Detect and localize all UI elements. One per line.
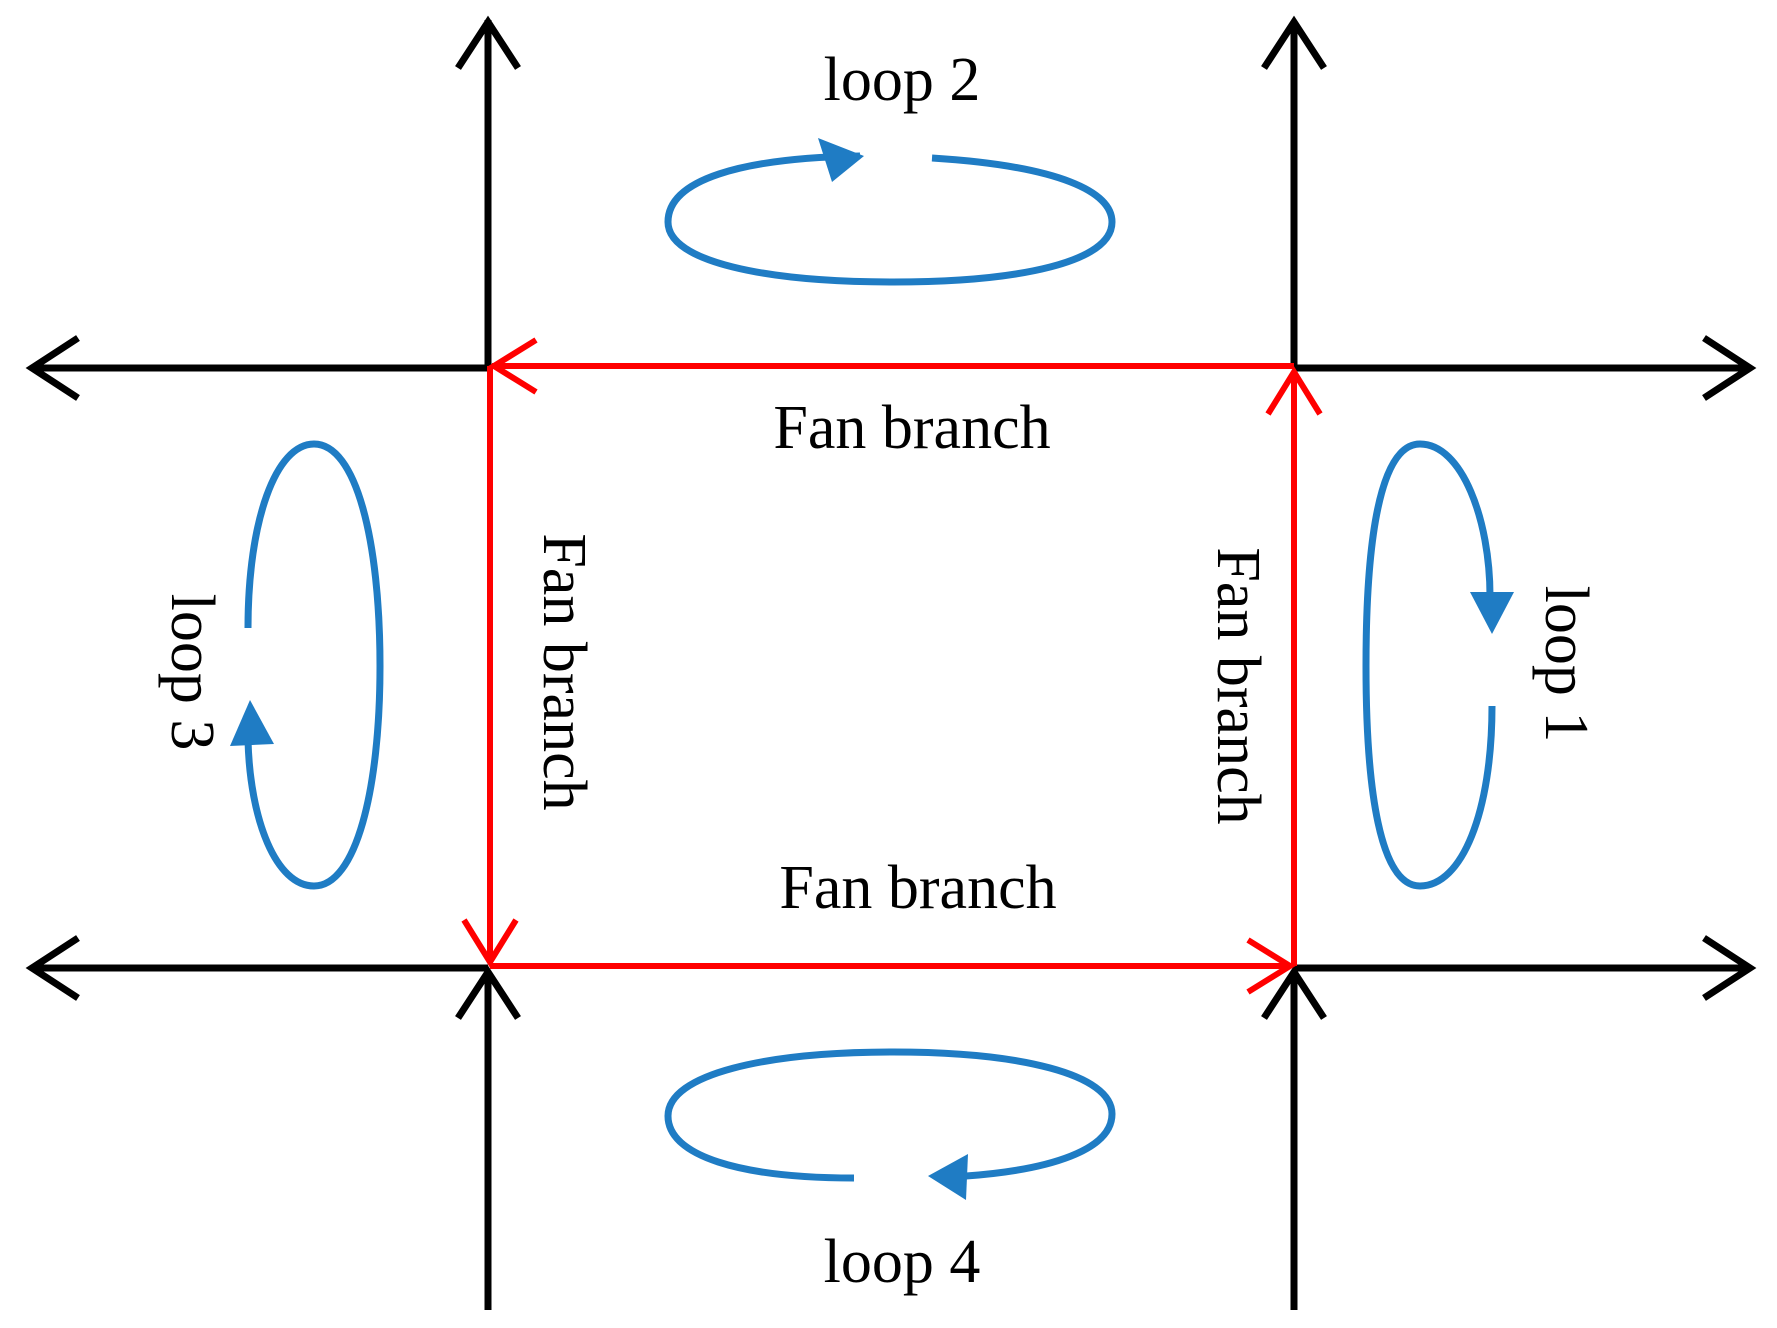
arrowhead-upper-right [1702,335,1757,401]
fan-branch-left-label: Fan branch [530,533,598,810]
arrowhead-bottom-left [455,965,521,1020]
loop-2-label: loop 2 [824,46,981,114]
fan-branch-right-label: Fan branch [1204,547,1272,824]
loop-1-arc [1362,440,1496,890]
fan-branches [461,337,1323,995]
arrowhead-bottom-right [1261,965,1327,1020]
fan-branch-top-label: Fan branch [773,394,1050,462]
loop-4-arc [664,1048,1116,1182]
arrowhead-top-right [1261,15,1327,70]
loop-4-arrowhead [928,1154,968,1200]
loop-2-arc [664,152,1116,286]
loop-arcs [230,138,1514,1200]
labels: loop 2 loop 4 Fan branch Fan branch Fan … [158,46,1600,1296]
fan-arrowhead-left [461,918,519,968]
arrowhead-lower-left [25,935,80,1001]
loop-1-arrowhead [1470,592,1514,634]
arrowhead-upper-left [25,335,80,401]
loop-2-arrowhead [818,138,864,182]
arrowhead-lower-right [1702,935,1757,1001]
loop-4-label: loop 4 [824,1228,981,1296]
airway-branches [25,15,1757,1310]
fan-arrowhead-top [488,337,538,395]
loop-3-label: loop 3 [158,594,226,751]
fan-branch-bottom-label: Fan branch [779,854,1056,922]
fan-arrowhead-bottom [1246,937,1296,995]
loop-3-arrowhead [230,700,274,746]
loop-1-label: loop 1 [1532,586,1600,743]
fan-arrowhead-right [1265,366,1323,416]
arrowhead-top-left [455,15,521,70]
loop-3-arc [244,440,384,890]
